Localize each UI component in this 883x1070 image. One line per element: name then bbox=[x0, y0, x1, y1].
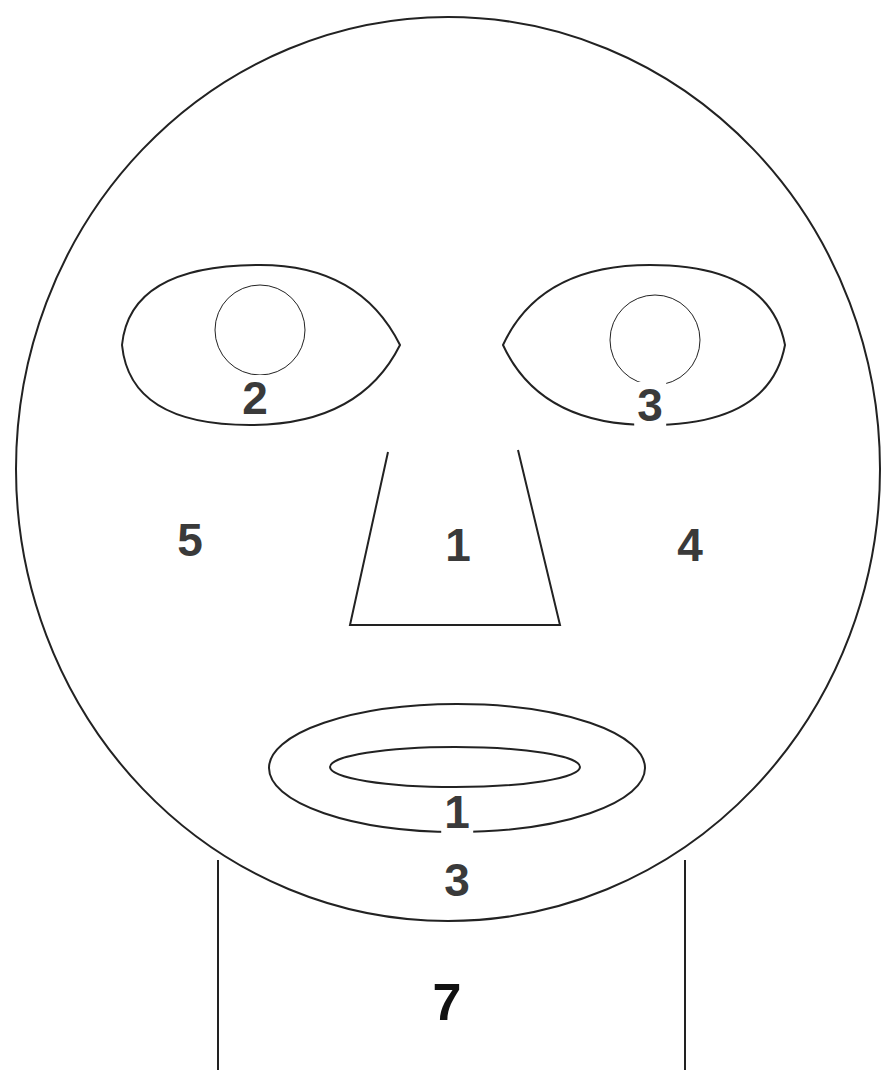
callout-number: 3 bbox=[441, 857, 473, 903]
lips-inner bbox=[330, 747, 580, 787]
neck-line bbox=[684, 860, 686, 1070]
left-eye bbox=[122, 265, 400, 425]
callout-number: 2 bbox=[239, 375, 271, 421]
nose bbox=[350, 450, 560, 625]
callout-number: 1 bbox=[441, 789, 473, 835]
callout-number: 5 bbox=[174, 517, 206, 563]
left-iris bbox=[215, 285, 305, 375]
callout-number: 4 bbox=[674, 522, 706, 568]
callout-number: 1 bbox=[442, 522, 474, 568]
callout-number: 7 bbox=[430, 976, 465, 1028]
right-iris bbox=[610, 295, 700, 385]
neck-line bbox=[217, 860, 219, 1070]
callout-number: 3 bbox=[634, 382, 666, 428]
face-outline bbox=[16, 17, 880, 921]
